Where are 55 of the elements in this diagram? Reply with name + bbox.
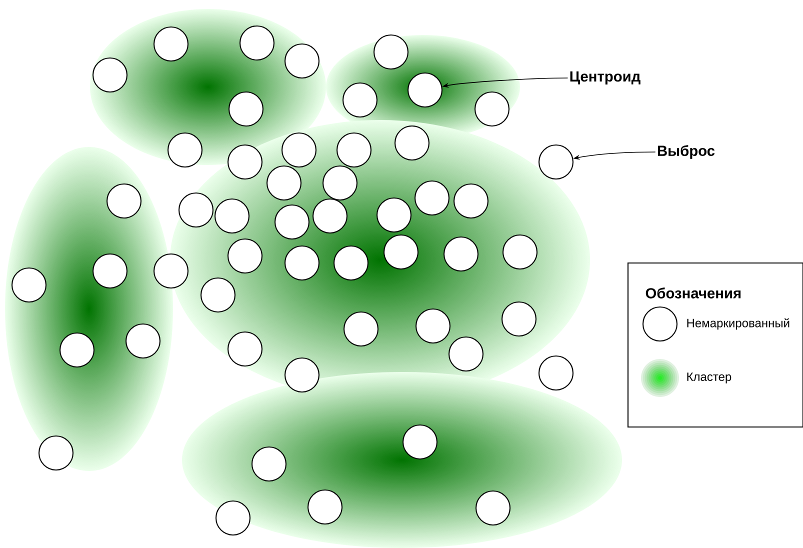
point-marker (402, 424, 438, 460)
point-marker (92, 57, 128, 93)
point-marker (167, 132, 203, 168)
point-marker (312, 198, 348, 234)
point-marker (373, 34, 409, 70)
point-marker (475, 490, 511, 526)
point-marker (228, 91, 264, 127)
point-marker (414, 180, 450, 216)
point-marker (38, 435, 74, 471)
point-marker (284, 43, 320, 79)
point-marker (153, 253, 189, 289)
point-marker (227, 144, 263, 180)
point-marker (284, 357, 320, 393)
point-marker (215, 500, 251, 536)
point-marker (333, 245, 369, 281)
legend-label: Кластер (687, 372, 732, 384)
point-marker (227, 238, 263, 274)
point-marker (200, 277, 236, 313)
point-marker (178, 192, 214, 228)
point-marker (92, 253, 128, 289)
point-marker (383, 234, 419, 270)
point-marker (227, 331, 263, 367)
point-marker (501, 301, 537, 337)
point-marker (443, 236, 479, 272)
point-marker (336, 132, 372, 168)
callout-label: Центроид (570, 71, 640, 85)
point-marker (415, 308, 451, 344)
point-marker (281, 132, 317, 168)
point-marker (538, 144, 574, 180)
point-marker (474, 91, 510, 127)
point-marker (239, 25, 275, 61)
point-marker (307, 489, 343, 525)
point-marker (125, 323, 161, 359)
point-marker (251, 446, 287, 482)
legend-label: Немаркированный (687, 318, 790, 330)
legend-title: Обозначения (646, 288, 741, 298)
point-marker (274, 204, 310, 240)
callout-label: Выброс (658, 145, 715, 159)
point-marker (322, 165, 358, 201)
point-marker (538, 355, 574, 391)
point-marker (153, 26, 189, 62)
point-marker (448, 336, 484, 372)
point-marker (106, 183, 142, 219)
point-marker (214, 198, 250, 234)
point-marker (343, 311, 379, 347)
point-marker (11, 267, 47, 303)
point-marker (394, 125, 430, 161)
point-marker (59, 332, 95, 368)
point-marker (502, 234, 538, 270)
point-marker (266, 165, 302, 201)
point-marker (284, 245, 320, 281)
point-marker (376, 197, 412, 233)
point-marker (342, 82, 378, 118)
point-marker (453, 183, 489, 219)
point-marker (407, 72, 443, 108)
